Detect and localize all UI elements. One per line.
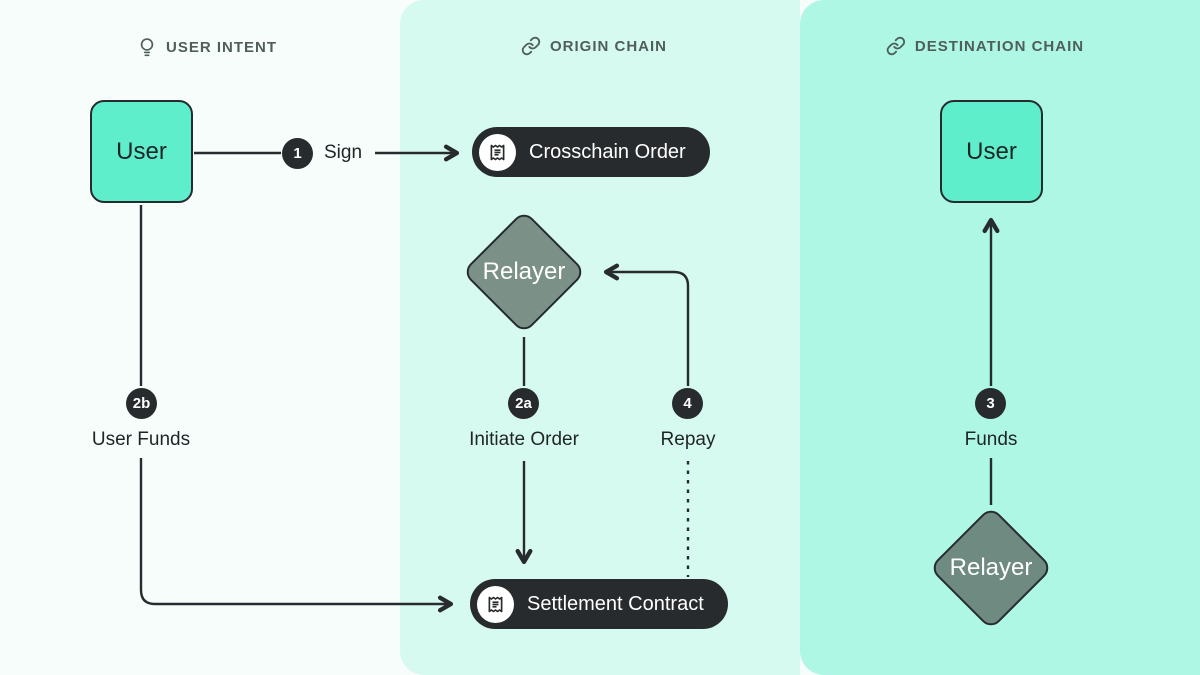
- step-label-repay: Repay: [660, 429, 716, 450]
- column-origin-chain: [400, 0, 800, 675]
- badge-number: 2a: [515, 395, 532, 412]
- badge-number: 3: [986, 395, 995, 412]
- badge-number: 2b: [132, 395, 151, 412]
- badge-number: 4: [683, 395, 692, 412]
- node-label: User: [966, 137, 1017, 165]
- node-settlement-contract[interactable]: Settlement Contract: [470, 579, 728, 629]
- badge-number: 1: [293, 145, 302, 162]
- node-label: Relayer: [482, 258, 566, 285]
- step-badge-2a: 2a: [508, 388, 539, 419]
- step-label-sign: Sign: [324, 142, 363, 163]
- node-label: Relayer: [949, 554, 1033, 581]
- node-crosschain-order[interactable]: Crosschain Order: [472, 127, 710, 177]
- node-user-destination[interactable]: User: [940, 100, 1043, 203]
- lightbulb-icon: [137, 36, 157, 58]
- receipt-icon: [479, 133, 516, 171]
- header-origin-chain: ORIGIN CHAIN: [521, 36, 667, 56]
- step-badge-3: 3: [975, 388, 1006, 419]
- node-user-origin[interactable]: User: [90, 100, 193, 203]
- node-label: Crosschain Order: [529, 140, 686, 163]
- column-user-intent: [0, 0, 400, 675]
- step-badge-2b: 2b: [126, 388, 157, 419]
- step-badge-1: 1: [282, 138, 313, 169]
- node-label: User: [116, 137, 167, 165]
- header-label: ORIGIN CHAIN: [550, 37, 667, 55]
- header-label: USER INTENT: [165, 38, 278, 56]
- header-destination-chain: DESTINATION CHAIN: [886, 36, 1084, 56]
- link-icon: [886, 36, 906, 56]
- step-label-funds: Funds: [964, 429, 1018, 450]
- receipt-icon: [477, 585, 514, 623]
- node-relayer-origin[interactable]: Relayer: [461, 209, 587, 335]
- step-label-user-funds: User Funds: [91, 429, 191, 450]
- header-label: DESTINATION CHAIN: [914, 37, 1085, 55]
- link-icon: [521, 36, 541, 56]
- step-label-initiate-order: Initiate Order: [469, 429, 579, 450]
- step-badge-4: 4: [672, 388, 703, 419]
- node-relayer-destination[interactable]: Relayer: [928, 505, 1054, 631]
- header-user-intent: USER INTENT: [137, 36, 277, 58]
- node-label: Settlement Contract: [527, 592, 704, 615]
